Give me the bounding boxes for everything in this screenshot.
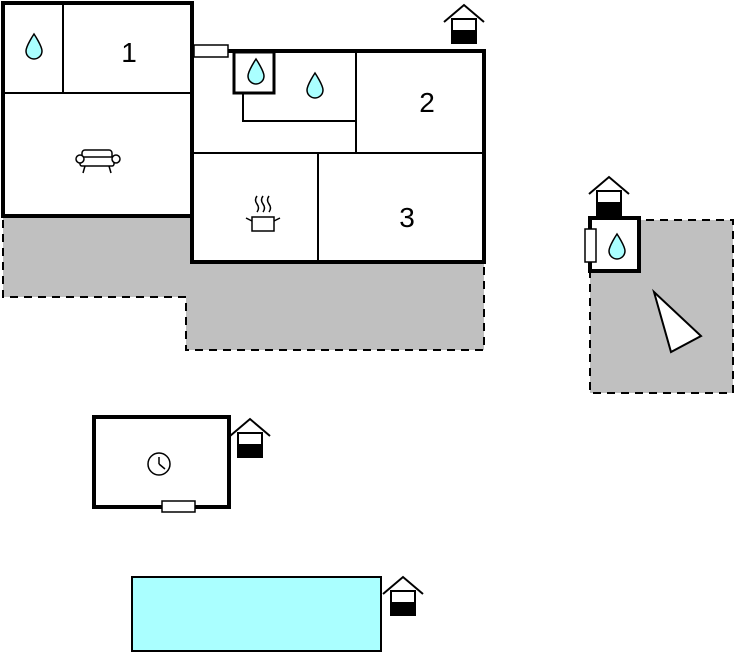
- house-entrance-icon: [229, 418, 271, 458]
- window-icon: [193, 44, 229, 58]
- sofa-icon: [75, 149, 121, 174]
- swimming-pool: [131, 576, 382, 652]
- house-wing-right: [190, 49, 486, 264]
- room-label-3: 3: [399, 202, 415, 233]
- window-icon: [161, 500, 196, 513]
- wall-inner: [242, 93, 356, 122]
- house-entrance-icon: [588, 176, 630, 216]
- terrace-main: [2, 215, 485, 351]
- house-entrance-icon: [382, 576, 424, 616]
- room-label-2: 2: [419, 87, 435, 118]
- clock-icon: [147, 452, 171, 476]
- triangle-direction-icon: [652, 288, 703, 354]
- water-drop-icon: [306, 72, 324, 99]
- house-entrance-icon: [443, 4, 485, 44]
- water-drop-icon: [25, 33, 43, 60]
- window-icon: [584, 228, 597, 263]
- cooking-pot-icon: [245, 195, 281, 232]
- room-label-1: 1: [121, 37, 137, 68]
- house-wing-left: [1, 1, 194, 218]
